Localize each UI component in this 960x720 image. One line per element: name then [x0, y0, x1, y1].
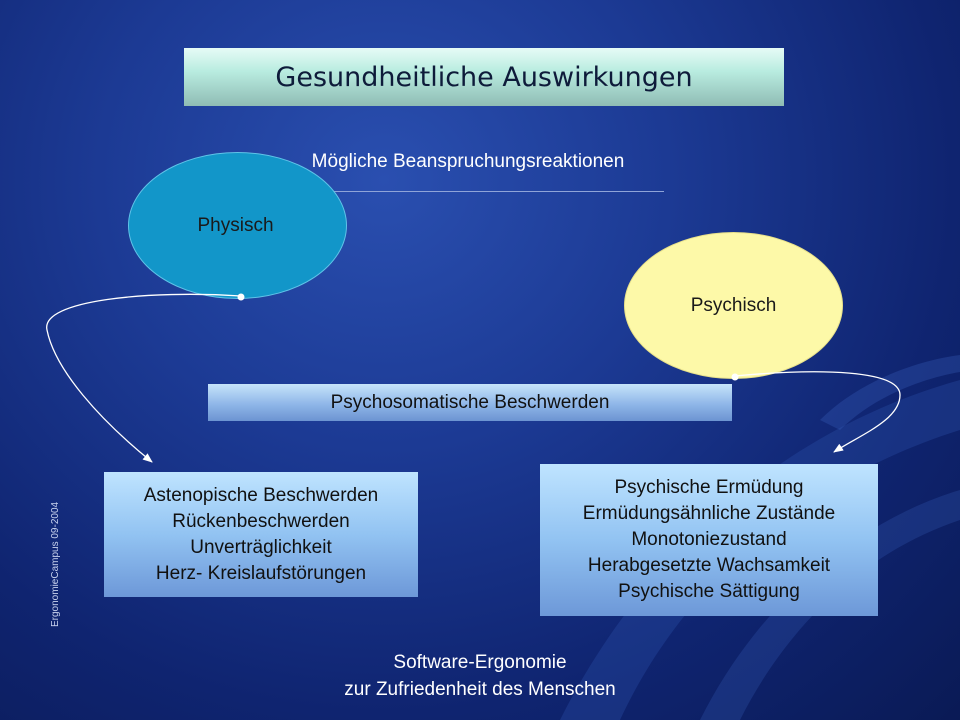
- psychosomatic-label: Psychosomatische Beschwerden: [330, 391, 610, 413]
- physical-effect-item: Rückenbeschwerden: [172, 510, 350, 532]
- physisch-anchor-dot: [237, 293, 245, 301]
- psychisch-ellipse: Psychisch: [624, 232, 843, 379]
- footer: Software-Ergonomie zur Zufriedenheit des…: [280, 649, 680, 703]
- psychological-effect-item: Monotoniezustand: [631, 529, 787, 550]
- physisch-connector: [46, 293, 242, 463]
- footer-line-2: zur Zufriedenheit des Menschen: [344, 679, 616, 700]
- psychisch-label: Psychisch: [690, 294, 777, 316]
- title-box: Gesundheitliche Auswirkungen: [184, 48, 784, 106]
- psychological-effect-item: Ermüdungsähnliche Zustände: [582, 503, 836, 524]
- subtitle-underline: [272, 191, 664, 192]
- psychological-effect-item: Psychische Ermüdung: [614, 477, 804, 498]
- psychosomatic-bar: Psychosomatische Beschwerden: [208, 384, 732, 421]
- psychological-effect-item: Herabgesetzte Wachsamkeit: [587, 555, 831, 576]
- psychological-effects-box: Psychische Ermüdung Ermüdungsähnliche Zu…: [540, 464, 878, 616]
- physical-effect-item: Herz- Kreislaufstörungen: [155, 562, 367, 584]
- physisch-label: Physisch: [197, 214, 274, 236]
- page-title: Gesundheitliche Auswirkungen: [275, 61, 693, 93]
- physical-effect-item: Unverträglichkeit: [190, 536, 332, 558]
- side-label: ErgonomieCampus 09-2004: [50, 501, 61, 627]
- physisch-ellipse: Physisch: [128, 152, 347, 299]
- psychisch-connector: [734, 371, 901, 453]
- psychological-effect-item: Psychische Sättigung: [618, 581, 800, 602]
- footer-line-1: Software-Ergonomie: [393, 652, 567, 673]
- physical-effect-item: Astenopische Beschwerden: [143, 484, 379, 506]
- psychisch-anchor-dot: [731, 373, 739, 381]
- physical-effects-box: Astenopische Beschwerden Rückenbeschwerd…: [104, 472, 418, 597]
- subtitle: Mögliche Beanspruchungsreaktionen: [311, 151, 625, 172]
